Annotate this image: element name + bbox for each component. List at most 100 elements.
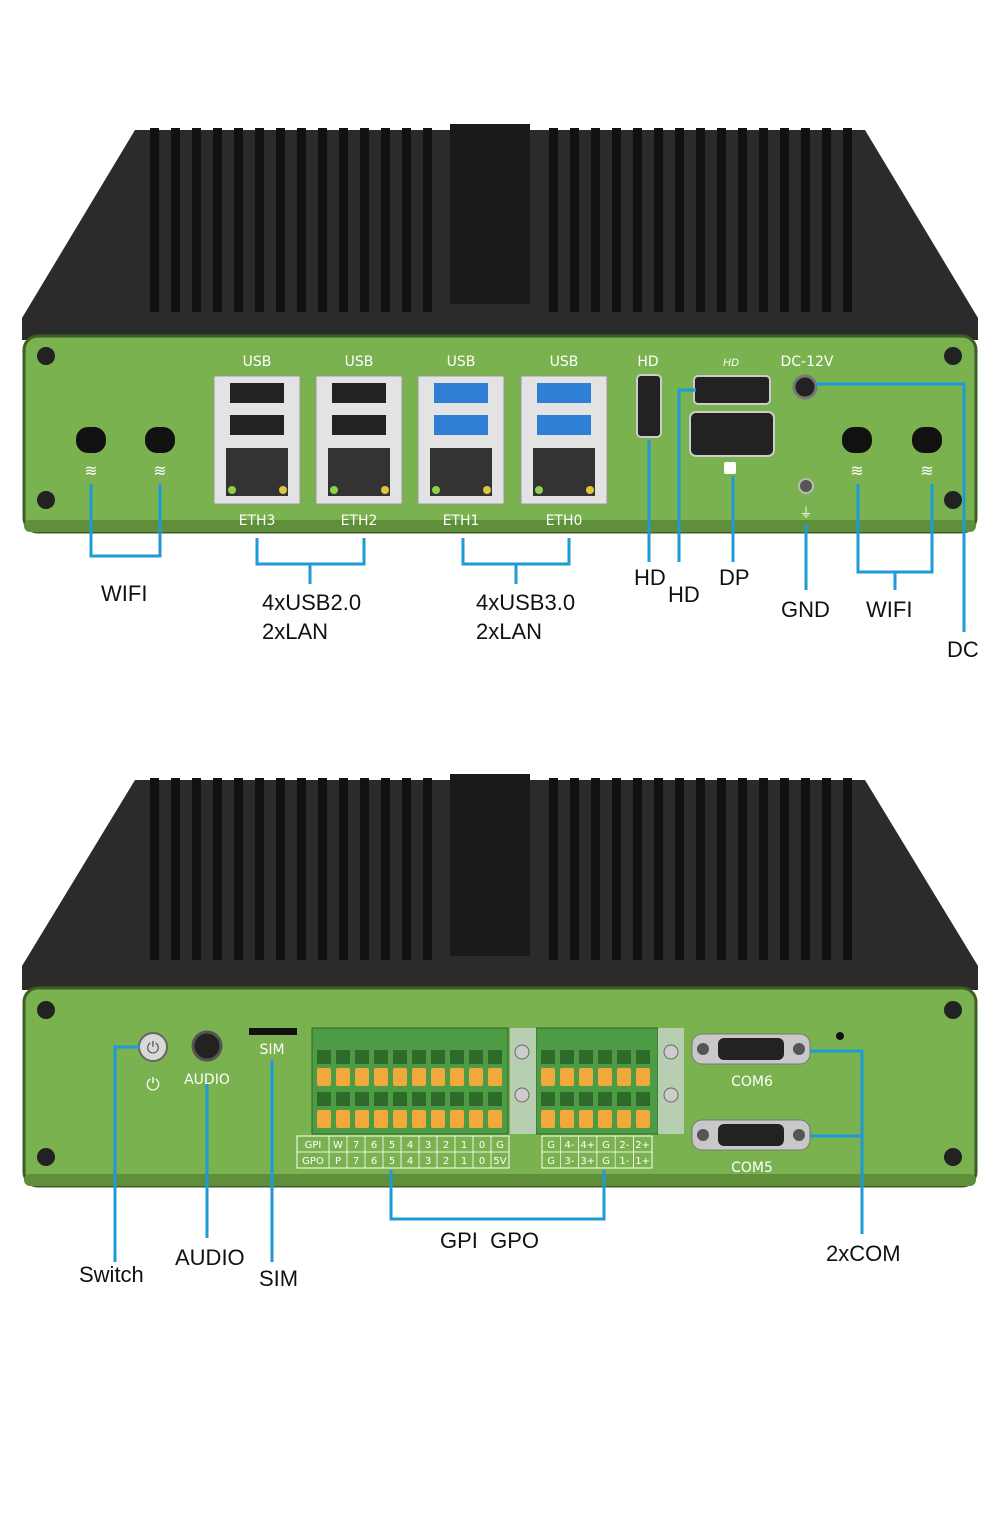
terminal-lever <box>598 1068 612 1086</box>
terminal-lever <box>355 1068 369 1086</box>
terminal-screw-hole <box>317 1092 331 1106</box>
terminal-screw-hole <box>560 1050 574 1064</box>
usb-label: USB <box>550 354 579 370</box>
status-led-hole <box>836 1032 844 1040</box>
terminal-lever <box>450 1110 464 1128</box>
top-callout-lines <box>89 382 966 632</box>
gpio-cell-label: 3- <box>564 1156 574 1167</box>
terminal-screw-hole <box>374 1050 388 1064</box>
terminal-lever <box>431 1110 445 1128</box>
gpio-cell-label: 7 <box>353 1140 359 1151</box>
callout-line-usb3 <box>461 538 571 566</box>
terminal-screw-hole <box>469 1050 483 1064</box>
terminal-screw-hole <box>317 1050 331 1064</box>
callout-line-hd2 <box>677 388 696 562</box>
terminal-lever <box>355 1110 369 1128</box>
sim-slot-group: SIM <box>249 1028 297 1058</box>
power-symbol-icon: ⏻ <box>146 1075 160 1094</box>
bottom-screws <box>37 1001 962 1166</box>
terminal-lever <box>336 1110 350 1128</box>
top-screws <box>37 347 962 509</box>
audio-jack-group: AUDIO <box>184 1030 230 1088</box>
usb2-port <box>230 415 284 435</box>
wifi-icon: ≋ <box>850 463 863 480</box>
heatsink-fin <box>591 128 600 312</box>
terminal-screw-hole <box>617 1050 631 1064</box>
heatsink-fin <box>192 128 201 312</box>
eth-label: ETH1 <box>443 513 480 529</box>
top-device: ≋ ≋ ≋ ≋ USB ETH3 USB <box>22 124 979 662</box>
gpio-terminal-blocks <box>311 1027 684 1135</box>
callout-gpio: GPI GPO <box>440 1228 539 1253</box>
antenna-hole <box>76 427 106 453</box>
gpio-cell-label: 1 <box>461 1156 467 1167</box>
heatsink-fin <box>192 778 201 960</box>
link-led <box>432 486 440 494</box>
terminal-lever <box>617 1068 631 1086</box>
usb-label: USB <box>243 354 272 370</box>
screw <box>944 347 962 365</box>
heatsink-fin <box>633 128 642 312</box>
hd-label: HD <box>637 354 658 370</box>
heatsink-fin <box>402 128 411 312</box>
callout-usb3-line2: 2xLAN <box>476 619 542 644</box>
gpio-cell <box>633 1151 653 1169</box>
heatsink-fin <box>822 778 831 960</box>
callout-line-usb2 <box>255 538 366 566</box>
gpio-cell-label: 3+ <box>580 1156 595 1167</box>
terminal-mount-left <box>510 1028 536 1134</box>
usb3-port <box>434 383 488 403</box>
terminal-lever <box>617 1110 631 1128</box>
wifi-antenna-right: ≋ ≋ <box>842 427 942 480</box>
usb2-port <box>332 415 386 435</box>
terminal-mount-right <box>658 1028 684 1134</box>
gpio-cell-label: W <box>333 1140 343 1151</box>
heatsink-fin <box>633 778 642 960</box>
heatsink-fin <box>318 778 327 960</box>
heatsink-fin <box>612 778 621 960</box>
usb-eth-stack-eth3: USB ETH3 <box>213 354 301 529</box>
terminal-lever <box>431 1068 445 1086</box>
hdmi-port <box>693 375 771 405</box>
antenna-hole <box>145 427 175 453</box>
gpio-cell-label: 7 <box>353 1156 359 1167</box>
gpio-cell-label: G <box>547 1140 555 1151</box>
terminal-lever <box>469 1110 483 1128</box>
gpio-cell-label: G <box>547 1156 555 1167</box>
link-led <box>535 486 543 494</box>
terminal-screw-hole <box>617 1092 631 1106</box>
bottom-callout-lines <box>113 1045 864 1262</box>
terminal-lever <box>336 1068 350 1086</box>
heatsink-fin <box>318 128 327 312</box>
heatsink-fin <box>234 128 243 312</box>
terminal-screw-hole <box>636 1050 650 1064</box>
heatsink-fin <box>381 778 390 960</box>
activity-led <box>279 486 287 494</box>
dp-logo-icon <box>724 462 736 474</box>
heatsink-fin <box>780 778 789 960</box>
terminal-lever <box>393 1068 407 1086</box>
hdmi-port-vertical: HD <box>636 354 662 438</box>
com6-label: COM6 <box>731 1074 773 1090</box>
eth-label: ETH2 <box>341 513 378 529</box>
rj45-port <box>533 448 595 496</box>
com5-connector <box>718 1124 784 1146</box>
power-switch: ⏻ ⏻ <box>138 1032 168 1094</box>
heatsink-fin <box>339 128 348 312</box>
screw <box>944 1001 962 1019</box>
callout-sim: SIM <box>259 1266 298 1291</box>
terminal-screw-hole <box>431 1092 445 1106</box>
heatsink-fin <box>822 128 831 312</box>
terminal-screw-hole <box>488 1050 502 1064</box>
terminal-screw-hole <box>579 1050 593 1064</box>
callout-usb3-line1: 4xUSB3.0 <box>476 590 575 615</box>
terminal-lever <box>317 1110 331 1128</box>
hdmi-dp-stack: HD <box>689 357 775 474</box>
heatsink-fin <box>738 778 747 960</box>
terminal-lever <box>541 1110 555 1128</box>
link-led <box>228 486 236 494</box>
callout-line-gpio <box>389 1170 606 1221</box>
dp-port <box>689 411 775 457</box>
screw <box>944 1148 962 1166</box>
